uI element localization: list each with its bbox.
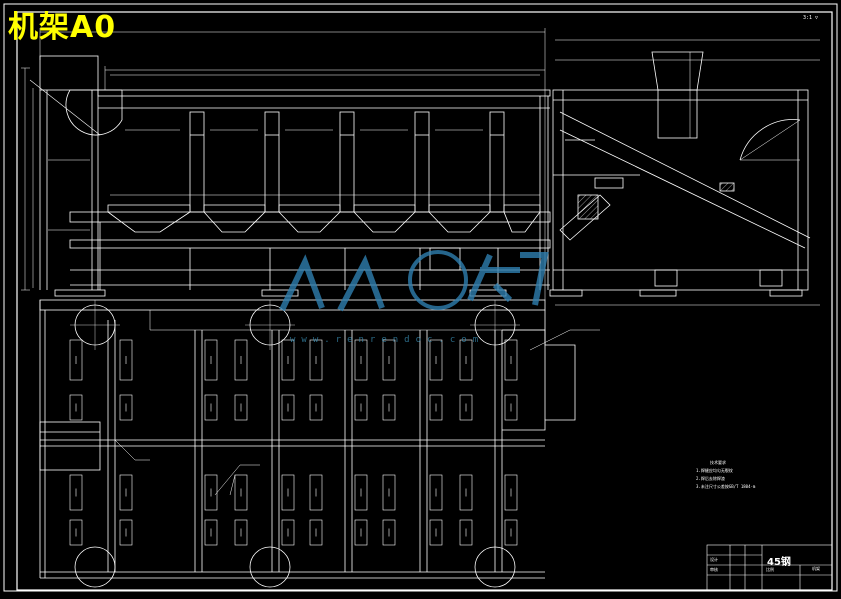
plan-cell xyxy=(504,474,518,511)
plan-cell xyxy=(382,394,396,421)
plan-cell xyxy=(309,394,323,421)
plan-cell xyxy=(234,339,248,381)
title-block-drawing-name: 机架 xyxy=(812,566,820,571)
plan-cell xyxy=(459,474,473,511)
plan-cell xyxy=(119,394,133,421)
plan-cell xyxy=(459,519,473,546)
plan-cell xyxy=(204,519,218,546)
plan-cell xyxy=(281,339,295,381)
tech-requirement-item: 1.焊缝应均匀无裂纹 xyxy=(696,468,733,473)
title-block-check: 审核 xyxy=(710,567,718,572)
plan-cell xyxy=(382,474,396,511)
plan-cell xyxy=(504,394,518,421)
hopper-4 xyxy=(353,111,430,233)
plan-cell xyxy=(204,339,218,381)
plan-cell xyxy=(119,339,133,381)
plan-cell xyxy=(382,519,396,546)
plan-cell xyxy=(69,394,83,421)
plan-cell xyxy=(281,474,295,511)
plan-cell xyxy=(234,519,248,546)
dimension-ticks xyxy=(110,74,540,196)
title-block xyxy=(706,544,833,591)
plan-cell xyxy=(119,474,133,511)
tech-requirements-heading: 技术要求 xyxy=(710,460,726,465)
title-block-sheet: 比例 xyxy=(766,567,774,572)
drawing-title: 机架A0 xyxy=(8,10,117,45)
plan-cell xyxy=(281,519,295,546)
side-view xyxy=(552,39,820,306)
watermark-url: www.renrendoc.com xyxy=(290,335,485,345)
leader-lines xyxy=(114,329,600,496)
drawing-border xyxy=(3,3,838,592)
plan-view xyxy=(39,299,576,579)
plan-cell xyxy=(234,474,248,511)
plan-cell xyxy=(429,339,443,381)
hopper-1 xyxy=(107,111,205,233)
plan-view-cells xyxy=(69,339,518,546)
title-block-designer: 设计 xyxy=(710,557,718,562)
hopper-3 xyxy=(278,111,355,233)
plan-cell xyxy=(354,394,368,421)
plan-cell xyxy=(69,474,83,511)
hopper-funnels xyxy=(107,111,541,233)
plan-cell xyxy=(429,394,443,421)
plan-cell xyxy=(309,474,323,511)
plan-cell xyxy=(459,339,473,381)
plan-cell xyxy=(429,519,443,546)
plan-cell xyxy=(354,339,368,381)
title-block-material: 45钢 xyxy=(767,557,791,568)
plan-cell xyxy=(281,394,295,421)
column-circles xyxy=(70,300,520,588)
plan-cell xyxy=(234,394,248,421)
tech-requirements: 技术要求 1.焊缝应均匀无裂纹 2.焊后去除焊渣 3.未注尺寸公差按GB/T 1… xyxy=(696,459,755,491)
plan-cell xyxy=(504,339,518,381)
hopper-2 xyxy=(203,111,280,233)
hopper-6 xyxy=(503,204,541,233)
tech-requirement-item: 2.焊后去除焊渣 xyxy=(696,476,725,481)
watermark-logo xyxy=(279,250,549,312)
plan-cell xyxy=(382,339,396,381)
tech-requirement-item: 3.未注尺寸公差按GB/T 1804-m xyxy=(696,484,756,489)
hopper-5 xyxy=(428,111,505,233)
plan-cell xyxy=(119,519,133,546)
plan-cell xyxy=(354,519,368,546)
plan-cell xyxy=(354,474,368,511)
plan-cell xyxy=(69,519,83,546)
plan-cell xyxy=(309,519,323,546)
plan-cell xyxy=(429,474,443,511)
scale-label: 3:1 ▽ xyxy=(803,15,819,21)
plan-cell xyxy=(69,339,83,381)
plan-cell xyxy=(504,519,518,546)
front-elevation-view xyxy=(21,28,551,300)
plan-cell xyxy=(309,339,323,381)
plan-cell xyxy=(459,394,473,421)
plan-cell xyxy=(204,394,218,421)
